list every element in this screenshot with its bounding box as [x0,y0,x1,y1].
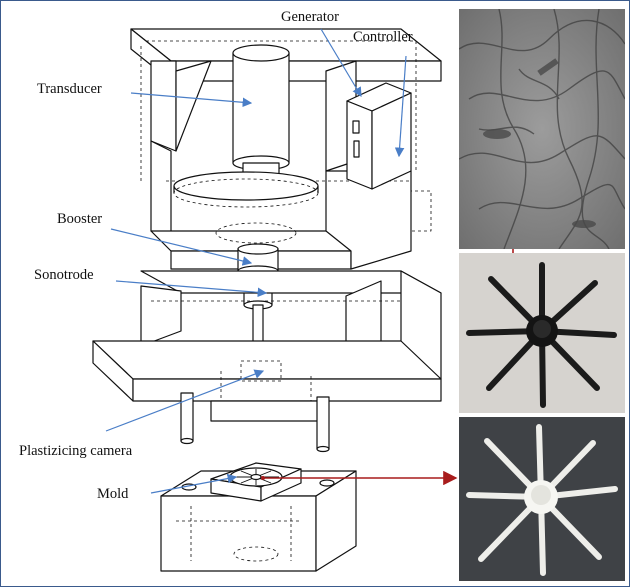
white-part-photo [459,417,625,581]
upper-frame [130,28,442,270]
generator-controller-box [346,82,412,190]
label-generator: Generator [281,9,339,25]
leader-plasticizing-camera [105,369,265,432]
label-controller: Controller [353,29,413,45]
leader-generator [320,28,362,98]
label-mold: Mold [97,486,129,502]
leader-booster [110,228,253,266]
leader-controller [394,55,407,158]
label-plasticizing-camera: Plastizicing camera [19,443,133,459]
label-transducer: Transducer [37,81,102,97]
black-part-photo [459,253,625,413]
transducer-part [173,44,319,208]
label-booster: Booster [57,211,103,227]
leader-mold [150,473,238,494]
label-sonotrode: Sonotrode [34,267,94,283]
lower-frame [92,270,442,453]
leader-sonotrode [115,280,268,298]
leader-transducer [130,92,253,108]
micrograph-image [459,9,625,249]
mold-part [160,462,357,572]
